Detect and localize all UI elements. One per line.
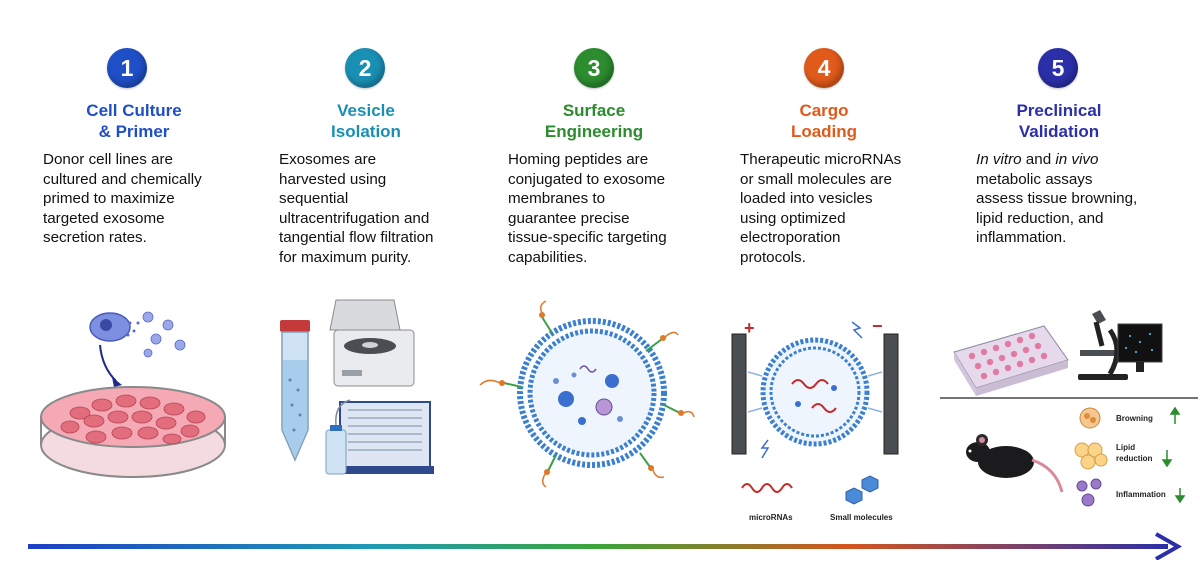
petri-dish-icon [40,311,226,478]
electroporation-icon: + − microRNAs Small molecules [731,316,899,522]
step-title: Cell Culture& Primer [86,101,182,141]
svg-text:reduction: reduction [1116,454,1153,463]
svg-text:Small molecules: Small molecules [830,513,893,522]
svg-text:Browning: Browning [1116,414,1153,423]
step-badge: 1 [107,48,147,88]
timeline-arrow [28,532,1183,560]
centrifuge-icon [280,299,434,475]
step-badge: 5 [1038,48,1078,88]
step-badge: 2 [345,48,385,88]
svg-text:microRNAs: microRNAs [749,513,793,522]
step-badge: 3 [574,48,614,88]
svg-text:Inflammation: Inflammation [1116,490,1166,499]
svg-text:Lipid: Lipid [1116,443,1135,452]
exosome-icon [479,300,695,488]
mouse-assay-icon: Browning Lipid reduction Inflammation [940,310,1198,507]
svg-text:+: + [744,318,755,338]
svg-text:−: − [872,316,883,336]
step-badge: 4 [804,48,844,88]
